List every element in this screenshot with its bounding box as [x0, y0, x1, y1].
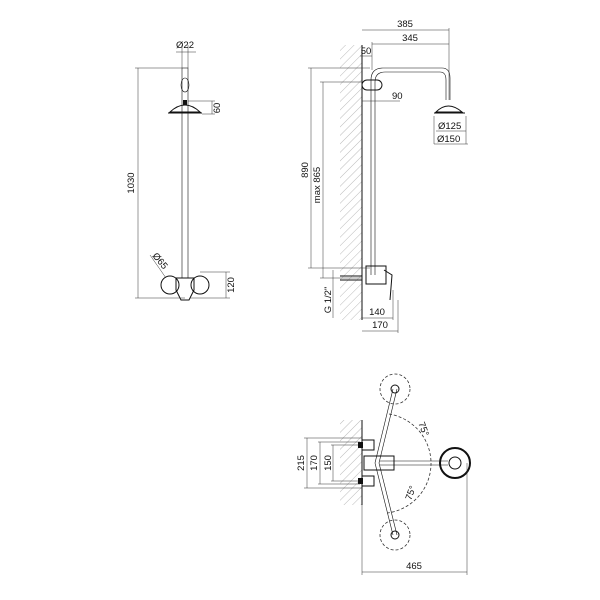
dim-width-outer: 215: [296, 455, 307, 471]
side-mixer: [365, 265, 387, 285]
dim-thread: G 1/2": [323, 287, 334, 314]
dim-arm-length: 345: [402, 33, 418, 44]
dim-mixer-height: 120: [226, 277, 237, 293]
wall-hatch: [340, 45, 362, 320]
swing-position-bottom: [379, 519, 411, 551]
swing-position-top: [379, 373, 411, 405]
dim-bracket-offset: 90: [392, 91, 403, 102]
dim-height: 890: [300, 162, 311, 178]
angle-top: 75°: [415, 421, 430, 438]
dim-head-height: 60: [212, 103, 223, 114]
dim-mixer-depth: 140: [369, 307, 385, 318]
handle-right: [190, 275, 210, 295]
dim-mixer-total-depth: 170: [372, 320, 388, 331]
top-wall-hatch: [340, 420, 362, 505]
dim-head-inner: Ø125: [438, 121, 461, 132]
dim-width-inner: 150: [323, 455, 334, 471]
wall-bracket: [361, 79, 383, 91]
dim-handle-diameter: Ø65: [150, 251, 170, 272]
slider: [180, 77, 190, 93]
dim-pipe-diameter: Ø22: [176, 40, 194, 51]
shower-head: [168, 104, 202, 113]
mixer-body: [175, 277, 195, 301]
front-view: Ø22 1030 60 Ø65 120: [126, 40, 237, 301]
top-mixer: [363, 455, 395, 471]
handle-left: [160, 275, 180, 295]
top-shower-head: [439, 447, 471, 479]
dim-width-mid: 170: [309, 455, 320, 471]
angle-bottom: 75°: [404, 484, 419, 501]
side-shower-head: [434, 105, 464, 113]
side-view: 385 345 50 90 Ø125 Ø150 890 max 865 G 1/…: [300, 19, 468, 333]
dim-max-height: max 865: [312, 167, 323, 203]
dim-head-outer: Ø150: [437, 134, 460, 145]
dim-wall-offset: 50: [361, 46, 372, 57]
top-view: 75° 75° 215 170 150 465: [296, 373, 471, 575]
swing-arc: [386, 413, 432, 514]
riser-pipe: [181, 67, 189, 279]
dim-total-reach: 465: [406, 561, 422, 572]
dim-total-height: 1030: [126, 172, 137, 193]
dim-arm-reach: 385: [397, 19, 413, 30]
